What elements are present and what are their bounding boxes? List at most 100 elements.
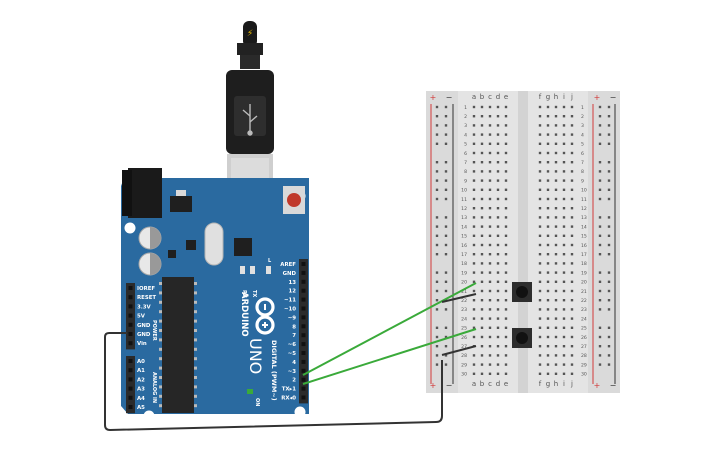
- rail-hole[interactable]: [444, 179, 448, 182]
- breadboard-hole[interactable]: [496, 197, 500, 201]
- rail-hole[interactable]: [435, 335, 439, 339]
- header-pin[interactable]: [128, 341, 133, 346]
- arduino-uno-board[interactable]: RX TX L ON ARDUINO UNO DIGITAL (PWM~) PO…: [121, 168, 309, 422]
- breadboard-hole[interactable]: [538, 188, 542, 191]
- breadboard-hole[interactable]: [496, 105, 500, 109]
- rail-hole[interactable]: [435, 289, 439, 293]
- breadboard-hole[interactable]: [480, 161, 484, 164]
- breadboard-hole[interactable]: [538, 335, 542, 339]
- rail-hole[interactable]: [435, 105, 439, 109]
- breadboard-hole[interactable]: [554, 317, 558, 320]
- rail-hole[interactable]: [607, 326, 611, 329]
- rail-hole[interactable]: [435, 197, 439, 201]
- breadboard-hole[interactable]: [488, 234, 492, 237]
- rail-hole[interactable]: [435, 326, 439, 329]
- breadboard-hole[interactable]: [562, 133, 566, 136]
- breadboard-hole[interactable]: [570, 188, 574, 191]
- breadboard-hole[interactable]: [504, 179, 508, 182]
- rail-hole[interactable]: [598, 253, 602, 256]
- breadboard-hole[interactable]: [562, 115, 566, 118]
- rail-hole[interactable]: [444, 289, 448, 293]
- breadboard-hole[interactable]: [538, 124, 542, 127]
- breadboard-hole[interactable]: [562, 326, 566, 329]
- breadboard-hole[interactable]: [570, 354, 574, 357]
- wire-pin2-to-button2[interactable]: [302, 328, 477, 385]
- breadboard-hole[interactable]: [504, 170, 508, 173]
- breadboard-hole[interactable]: [488, 105, 492, 109]
- breadboard-hole[interactable]: [496, 133, 500, 136]
- breadboard-hole[interactable]: [546, 271, 550, 274]
- breadboard-hole[interactable]: [472, 216, 476, 219]
- breadboard-hole[interactable]: [538, 161, 542, 164]
- breadboard-hole[interactable]: [570, 335, 574, 339]
- breadboard-hole[interactable]: [562, 308, 566, 311]
- rail-hole[interactable]: [444, 216, 448, 219]
- rail-hole[interactable]: [598, 197, 602, 201]
- header-pin[interactable]: [301, 351, 306, 355]
- breadboard-hole[interactable]: [570, 207, 574, 210]
- breadboard-hole[interactable]: [496, 142, 500, 145]
- breadboard-hole[interactable]: [554, 133, 558, 136]
- breadboard-hole[interactable]: [496, 326, 500, 329]
- breadboard-hole[interactable]: [570, 216, 574, 219]
- breadboard-hole[interactable]: [570, 142, 574, 145]
- breadboard-hole[interactable]: [488, 115, 492, 118]
- breadboard-hole[interactable]: [554, 335, 558, 339]
- reset-button[interactable]: [287, 193, 301, 207]
- header-pin[interactable]: [128, 377, 133, 382]
- breadboard-hole[interactable]: [472, 335, 476, 339]
- breadboard-hole[interactable]: [538, 262, 542, 265]
- rail-hole[interactable]: [435, 253, 439, 256]
- breadboard-hole[interactable]: [480, 197, 484, 201]
- breadboard-hole[interactable]: [488, 363, 492, 366]
- breadboard-hole[interactable]: [480, 225, 484, 228]
- rail-hole[interactable]: [444, 170, 448, 173]
- breadboard-hole[interactable]: [472, 234, 476, 237]
- rail-hole[interactable]: [444, 124, 448, 127]
- rail-hole[interactable]: [444, 363, 448, 366]
- header-pin[interactable]: [128, 322, 133, 327]
- breadboard-hole[interactable]: [538, 345, 542, 348]
- breadboard-hole[interactable]: [538, 133, 542, 136]
- breadboard-hole[interactable]: [480, 262, 484, 265]
- breadboard-hole[interactable]: [570, 262, 574, 265]
- header-pin[interactable]: [301, 306, 306, 311]
- rail-hole[interactable]: [444, 225, 448, 228]
- breadboard-hole[interactable]: [546, 161, 550, 164]
- breadboard-hole[interactable]: [504, 188, 508, 191]
- breadboard-hole[interactable]: [570, 289, 574, 293]
- breadboard-hole[interactable]: [546, 354, 550, 357]
- breadboard-hole[interactable]: [488, 335, 492, 339]
- push-button-cap[interactable]: [516, 332, 528, 344]
- breadboard-hole[interactable]: [504, 345, 508, 348]
- breadboard-hole[interactable]: [472, 363, 476, 366]
- breadboard-hole[interactable]: [488, 354, 492, 357]
- breadboard-hole[interactable]: [546, 225, 550, 228]
- breadboard-hole[interactable]: [570, 372, 574, 375]
- header-pin[interactable]: [301, 377, 306, 382]
- breadboard-hole[interactable]: [488, 299, 492, 302]
- breadboard-hole[interactable]: [570, 105, 574, 109]
- breadboard-hole[interactable]: [472, 142, 476, 145]
- rail-hole[interactable]: [435, 299, 439, 302]
- breadboard-hole[interactable]: [546, 253, 550, 256]
- breadboard-hole[interactable]: [480, 243, 484, 247]
- breadboard-hole[interactable]: [472, 262, 476, 265]
- rail-hole[interactable]: [435, 243, 439, 247]
- breadboard-hole[interactable]: [496, 234, 500, 237]
- rail-hole[interactable]: [607, 188, 611, 191]
- breadboard-hole[interactable]: [472, 133, 476, 136]
- breadboard-hole[interactable]: [562, 216, 566, 219]
- header-pin[interactable]: [128, 286, 133, 290]
- rail-hole[interactable]: [444, 234, 448, 237]
- rail-hole[interactable]: [435, 354, 439, 357]
- rail-hole[interactable]: [607, 133, 611, 136]
- rail-hole[interactable]: [444, 115, 448, 118]
- header-pin[interactable]: [301, 324, 306, 329]
- breadboard-hole[interactable]: [554, 345, 558, 348]
- rail-hole[interactable]: [444, 188, 448, 191]
- breadboard-hole[interactable]: [480, 335, 484, 339]
- breadboard-hole[interactable]: [472, 170, 476, 173]
- breadboard-hole[interactable]: [546, 142, 550, 145]
